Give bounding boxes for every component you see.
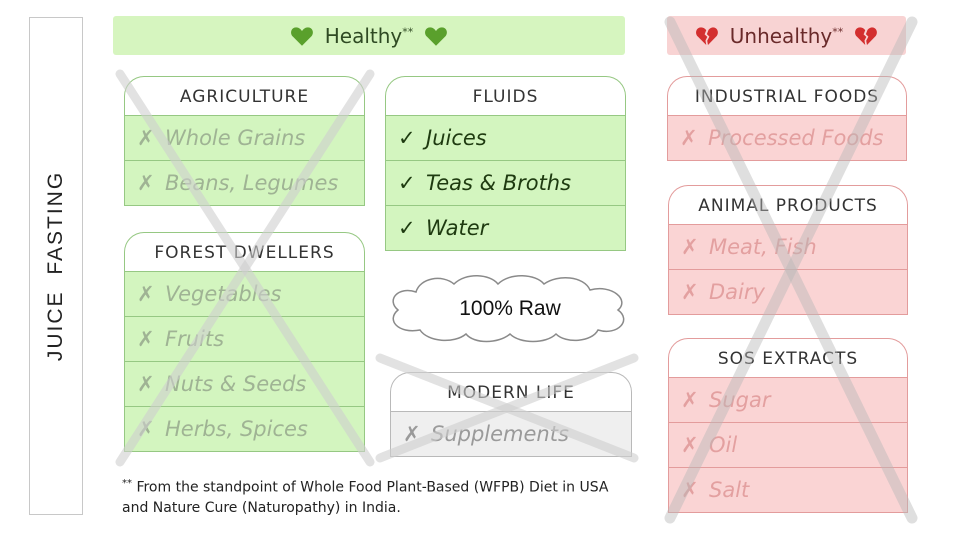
- unhealthy-label: Unhealthy**: [729, 23, 844, 48]
- list-item: ✗ Vegetables: [124, 271, 365, 317]
- agriculture-group: AGRICULTURE ✗ Whole Grains ✗ Beans, Legume…: [124, 76, 365, 206]
- unhealthy-banner: Unhealthy**: [667, 16, 906, 55]
- list-item: ✗ Salt: [668, 467, 908, 513]
- footnote-mark: **: [122, 478, 132, 489]
- cross-mark-icon: ✗: [137, 171, 155, 195]
- cross-mark-icon: ✗: [681, 280, 699, 304]
- green-heart-icon: [425, 26, 448, 46]
- list-item: ✗ Fruits: [124, 316, 365, 362]
- side-title-panel: JUICE FASTING: [29, 17, 83, 515]
- list-item: ✗ Sugar: [668, 377, 908, 423]
- item-label: Beans, Legumes: [165, 171, 339, 195]
- list-item: ✓ Juices: [385, 115, 626, 161]
- cross-mark-icon: ✗: [681, 478, 699, 502]
- item-label: Dairy: [709, 280, 765, 304]
- cross-mark-icon: ✗: [681, 433, 699, 457]
- item-label: Supplements: [431, 422, 569, 446]
- sos-extracts-title: SOS EXTRACTS: [668, 338, 908, 378]
- cross-mark-icon: ✗: [137, 126, 155, 150]
- footnote-line-1: From the standpoint of Whole Food Plant-…: [136, 479, 609, 496]
- list-item: ✗ Oil: [668, 422, 908, 468]
- footnote-line-2: and Nature Cure (Naturopathy) in India.: [122, 499, 401, 516]
- list-item: ✗ Processed Foods: [667, 115, 907, 161]
- footnote: ** From the standpoint of Whole Food Pla…: [122, 474, 662, 518]
- industrial-foods-group: INDUSTRIAL FOODS ✗ Processed Foods: [667, 76, 907, 161]
- check-mark-icon: ✓: [398, 171, 416, 195]
- item-label: Water: [426, 216, 489, 240]
- side-title: JUICE FASTING: [44, 170, 67, 362]
- animal-products-title: ANIMAL PRODUCTS: [668, 185, 908, 225]
- cross-mark-icon: ✗: [681, 388, 699, 412]
- list-item: ✗ Whole Grains: [124, 115, 365, 161]
- healthy-banner: Healthy**: [113, 16, 625, 55]
- list-item: ✗ Supplements: [390, 411, 632, 457]
- cloud-label: 100% Raw: [459, 297, 561, 320]
- list-item: ✗ Beans, Legumes: [124, 160, 365, 206]
- item-label: Salt: [709, 478, 750, 502]
- animal-products-group: ANIMAL PRODUCTS ✗ Meat, Fish ✗ Dairy: [668, 185, 908, 315]
- modern-life-group: MODERN LIFE ✗ Supplements: [390, 372, 632, 457]
- cross-mark-icon: ✗: [137, 282, 155, 306]
- cross-mark-icon: ✗: [680, 126, 698, 150]
- cross-mark-icon: ✗: [137, 327, 155, 351]
- forest-dwellers-group: FOREST DWELLERS ✗ Vegetables ✗ Fruits ✗ Nut…: [124, 232, 365, 452]
- fluids-title: FLUIDS: [385, 76, 626, 116]
- sos-extracts-group: SOS EXTRACTS ✗ Sugar ✗ Oil ✗ Salt: [668, 338, 908, 513]
- list-item: ✓ Teas & Broths: [385, 160, 626, 206]
- list-item: ✗ Nuts & Seeds: [124, 361, 365, 407]
- fluids-group: FLUIDS ✓ Juices ✓ Teas & Broths ✓ Water: [385, 76, 626, 251]
- cross-mark-icon: ✗: [681, 235, 699, 259]
- cross-mark-icon: ✗: [137, 372, 155, 396]
- item-label: Meat, Fish: [709, 235, 817, 259]
- check-mark-icon: ✓: [398, 126, 416, 150]
- broken-heart-icon: [695, 26, 718, 45]
- agriculture-title: AGRICULTURE: [124, 76, 365, 116]
- green-heart-icon: [290, 26, 313, 46]
- forest-dwellers-title: FOREST DWELLERS: [124, 232, 365, 272]
- list-item: ✗ Herbs, Spices: [124, 406, 365, 452]
- item-label: Oil: [709, 433, 738, 457]
- broken-heart-icon: [855, 26, 878, 45]
- list-item: ✓ Water: [385, 205, 626, 251]
- list-item: ✗ Meat, Fish: [668, 224, 908, 270]
- industrial-foods-title: INDUSTRIAL FOODS: [667, 76, 907, 116]
- item-label: Fruits: [165, 327, 225, 351]
- item-label: Nuts & Seeds: [165, 372, 307, 396]
- cross-mark-icon: ✗: [403, 422, 421, 446]
- item-label: Juices: [426, 126, 487, 150]
- check-mark-icon: ✓: [398, 216, 416, 240]
- cross-mark-icon: ✗: [137, 417, 155, 441]
- item-label: Sugar: [709, 388, 771, 412]
- modern-life-title: MODERN LIFE: [390, 372, 632, 412]
- item-label: Teas & Broths: [426, 171, 572, 195]
- item-label: Vegetables: [165, 282, 282, 306]
- item-label: Processed Foods: [708, 126, 884, 150]
- item-label: Herbs, Spices: [165, 417, 308, 441]
- list-item: ✗ Dairy: [668, 269, 908, 315]
- healthy-label: Healthy**: [324, 23, 414, 48]
- item-label: Whole Grains: [165, 126, 306, 150]
